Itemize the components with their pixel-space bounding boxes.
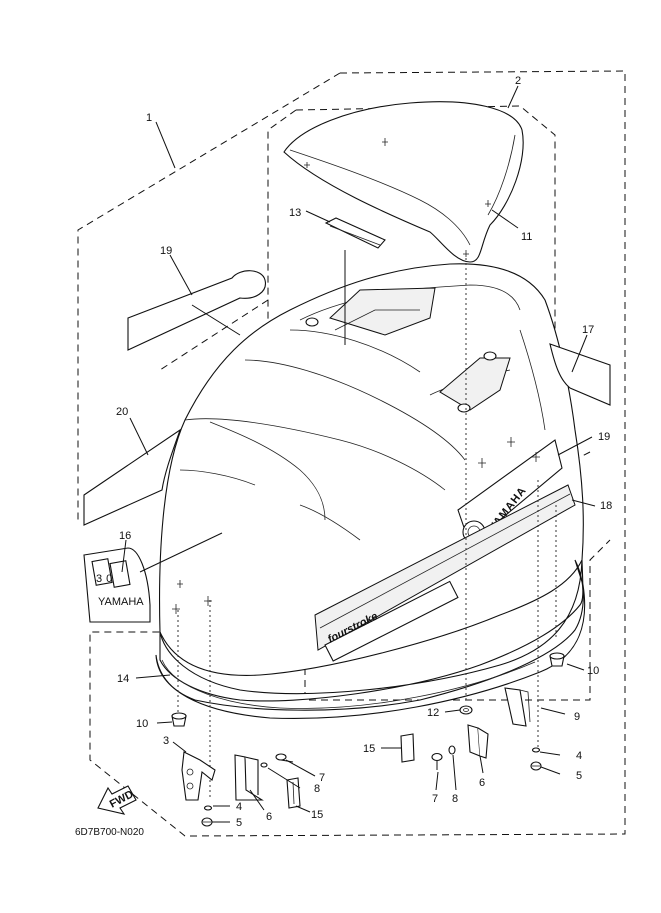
small-brand-text: YAMAHA [98,596,144,608]
top-cowling [159,263,584,702]
callout-5-left: 5 [236,817,242,829]
decal-part-20 [83,428,182,526]
callout-6-left: 6 [266,811,272,823]
nut-part-5-left [201,817,213,827]
washer-part-8-right [448,745,456,755]
washer-part-8-left [260,762,268,768]
clamp-bracket-part-6-left [234,754,264,801]
callout-6-right: 6 [479,777,485,789]
callout-2: 2 [515,75,521,87]
model-number-decal-part-16: 30 YAMAHA [83,547,151,623]
callout-15-right: 15 [363,743,375,755]
damper-part-15-right [400,733,415,763]
callout-8-left: 8 [314,783,320,795]
callout-18: 18 [600,500,612,512]
callout-labels: 1 2 11 13 19 17 20 19 18 16 14 10 10 12 … [116,75,612,829]
bottom-seal [155,559,586,719]
callout-12: 12 [427,707,439,719]
callout-20: 20 [116,406,128,418]
callout-4-right: 4 [576,750,582,762]
callout-19-right: 19 [598,431,610,443]
grommet-part-12 [459,705,473,715]
hook-bracket-part-3 [181,751,216,801]
alignment-lines [172,258,557,800]
grommet-part-10-right [549,652,565,667]
callout-10-left: 10 [136,718,148,730]
callout-16: 16 [119,530,131,542]
lever-bracket-part-9 [504,687,531,727]
callout-10-right: 10 [587,665,599,677]
callout-15-left: 15 [311,809,323,821]
callout-7-right: 7 [432,793,438,805]
callout-7-left: 7 [319,772,325,784]
callout-9: 9 [574,711,580,723]
decal-part-19-left [127,270,266,351]
callout-17: 17 [582,324,594,336]
callout-11: 11 [521,231,532,243]
top-cover-part-2 [283,101,524,263]
bolt-part-7-right [431,752,443,770]
forward-arrow-icon: FWD [97,785,137,815]
nut-part-5-right [530,761,542,771]
clamp-bracket-part-6-right [467,724,489,759]
damper-part-15-left [286,777,301,809]
callout-13: 13 [289,207,301,219]
callout-14: 14 [117,673,129,685]
seal-strip-part-13 [324,217,386,345]
callout-4-left: 4 [236,801,242,813]
callout-8-right: 8 [452,793,458,805]
leader-lines [121,85,596,823]
callout-1: 1 [146,112,152,124]
callout-19-left: 19 [160,245,172,257]
washer-part-4-left [203,805,213,811]
bolt-part-7-left [275,753,294,763]
fourstroke-decal: fourstroke [314,484,576,662]
callout-3: 3 [163,735,169,747]
drawing-code: 6D7B700-N020 [75,827,144,838]
grommet-part-10-left [171,712,187,727]
decal-part-17 [549,343,611,406]
callout-5-right: 5 [576,770,582,782]
model-number-text: 30 [96,573,116,585]
washer-part-4-right [531,747,541,753]
